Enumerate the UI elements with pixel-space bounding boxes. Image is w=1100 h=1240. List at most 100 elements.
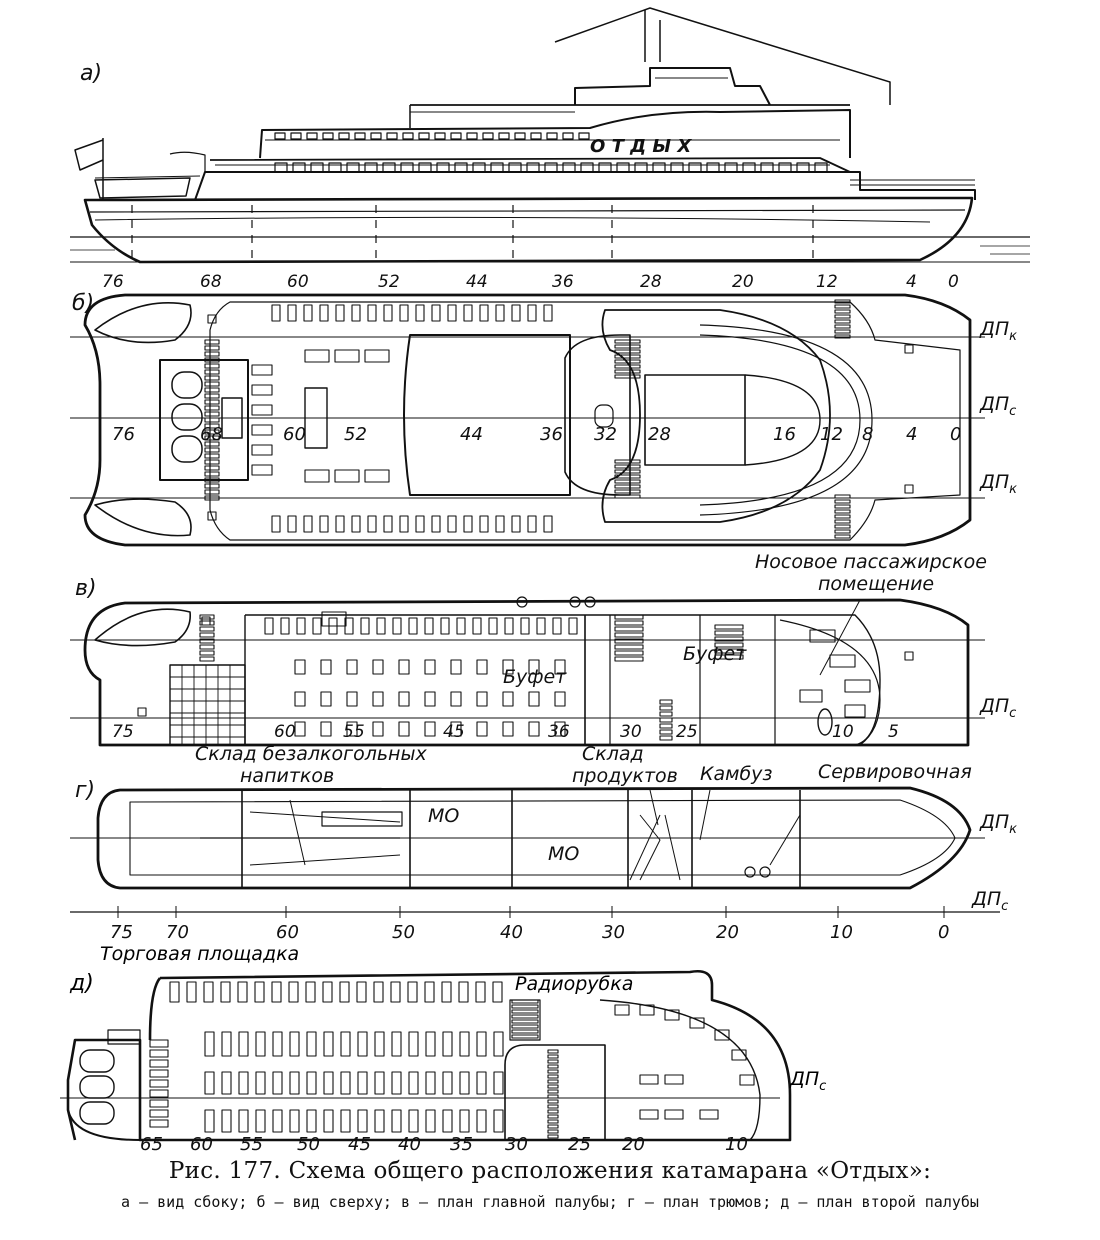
seat <box>425 1109 436 1133</box>
frame-number: 52 <box>344 424 367 445</box>
seat <box>372 721 384 737</box>
seat <box>639 1004 655 1016</box>
seat <box>271 981 282 1003</box>
seat <box>408 1071 419 1095</box>
stair-step <box>834 534 851 539</box>
frame-number: 5 <box>888 722 899 742</box>
seat <box>374 1109 385 1133</box>
seat <box>463 515 473 533</box>
stair-step <box>199 632 215 638</box>
frame-number: 20 <box>622 1134 645 1155</box>
seat <box>424 659 436 675</box>
seat <box>383 515 393 533</box>
stair-step <box>714 630 744 636</box>
window <box>292 162 306 173</box>
stair-step <box>834 329 851 334</box>
frame-number: 30 <box>620 722 642 742</box>
frame-number: 50 <box>392 922 415 943</box>
seat <box>431 515 441 533</box>
seat <box>502 659 514 675</box>
window <box>490 162 504 173</box>
frame-number: 55 <box>240 1134 263 1155</box>
seat <box>255 1031 266 1057</box>
frame-number: 60 <box>190 1134 213 1155</box>
seat <box>289 1109 300 1133</box>
store-drinks-label-2: напитков <box>240 765 334 787</box>
seat <box>149 1069 169 1078</box>
room-bow-label-2: помещение <box>818 573 934 595</box>
seat <box>149 1049 169 1058</box>
window <box>386 132 398 140</box>
stair-step <box>199 614 215 620</box>
seat <box>356 981 367 1003</box>
frame-number: 70 <box>166 922 189 943</box>
stair-step <box>614 374 641 379</box>
seat <box>238 1109 249 1133</box>
stair-step <box>659 729 673 735</box>
seat <box>364 469 390 483</box>
seat <box>251 384 273 396</box>
frame-number: 0 <box>950 424 961 445</box>
stair-step <box>714 648 744 654</box>
stair-step <box>204 495 220 501</box>
window <box>338 132 350 140</box>
stair-step <box>547 1054 559 1059</box>
seat <box>424 617 434 635</box>
seat <box>280 617 290 635</box>
label-view-a: а) <box>80 61 102 86</box>
stair-step <box>199 626 215 632</box>
engine-room-label-1: МО <box>428 805 459 827</box>
frame-number: 60 <box>287 272 309 292</box>
stair-step <box>511 1019 539 1024</box>
seat <box>367 515 377 533</box>
seat <box>472 617 482 635</box>
stair-step <box>614 349 641 354</box>
window <box>400 162 414 173</box>
frame-number: 16 <box>773 424 796 445</box>
stair-step <box>204 411 220 417</box>
seat <box>169 981 180 1003</box>
hatch <box>207 314 217 324</box>
seat <box>149 1059 169 1068</box>
seat <box>320 659 332 675</box>
seat <box>346 721 358 737</box>
seat <box>441 981 452 1003</box>
seat <box>528 691 540 707</box>
window <box>498 132 510 140</box>
stair-step <box>834 494 851 499</box>
seat <box>272 1031 283 1057</box>
frame-number: 40 <box>398 1134 421 1155</box>
seat <box>374 1031 385 1057</box>
frame-number: 44 <box>466 272 488 292</box>
frame-number: 60 <box>276 922 299 943</box>
seat <box>149 1109 169 1118</box>
seat <box>552 617 562 635</box>
frame-number: 75 <box>112 722 134 742</box>
frame-number: 30 <box>505 1134 528 1155</box>
stair-step <box>204 393 220 399</box>
stair-step <box>614 344 641 349</box>
stair-step <box>614 339 641 344</box>
frame-number: 4 <box>906 272 917 292</box>
seat <box>312 617 322 635</box>
seat <box>255 1071 266 1095</box>
stair-step <box>834 504 851 509</box>
seat <box>357 1031 368 1057</box>
seat <box>306 1031 317 1057</box>
stair-step <box>547 1124 559 1129</box>
stair-step <box>714 636 744 642</box>
seat <box>271 304 281 322</box>
window <box>578 132 590 140</box>
frame-number: 65 <box>140 1134 163 1155</box>
seat <box>221 1071 232 1095</box>
label-view-d: д) <box>69 971 94 996</box>
seat <box>739 1074 755 1086</box>
window <box>290 132 302 140</box>
stair-step <box>547 1099 559 1104</box>
engine-room-label-2: МО <box>548 843 579 865</box>
window <box>598 162 612 173</box>
ship-name: О Т Д Ы Х <box>590 136 692 157</box>
frame-number: 12 <box>816 272 838 292</box>
